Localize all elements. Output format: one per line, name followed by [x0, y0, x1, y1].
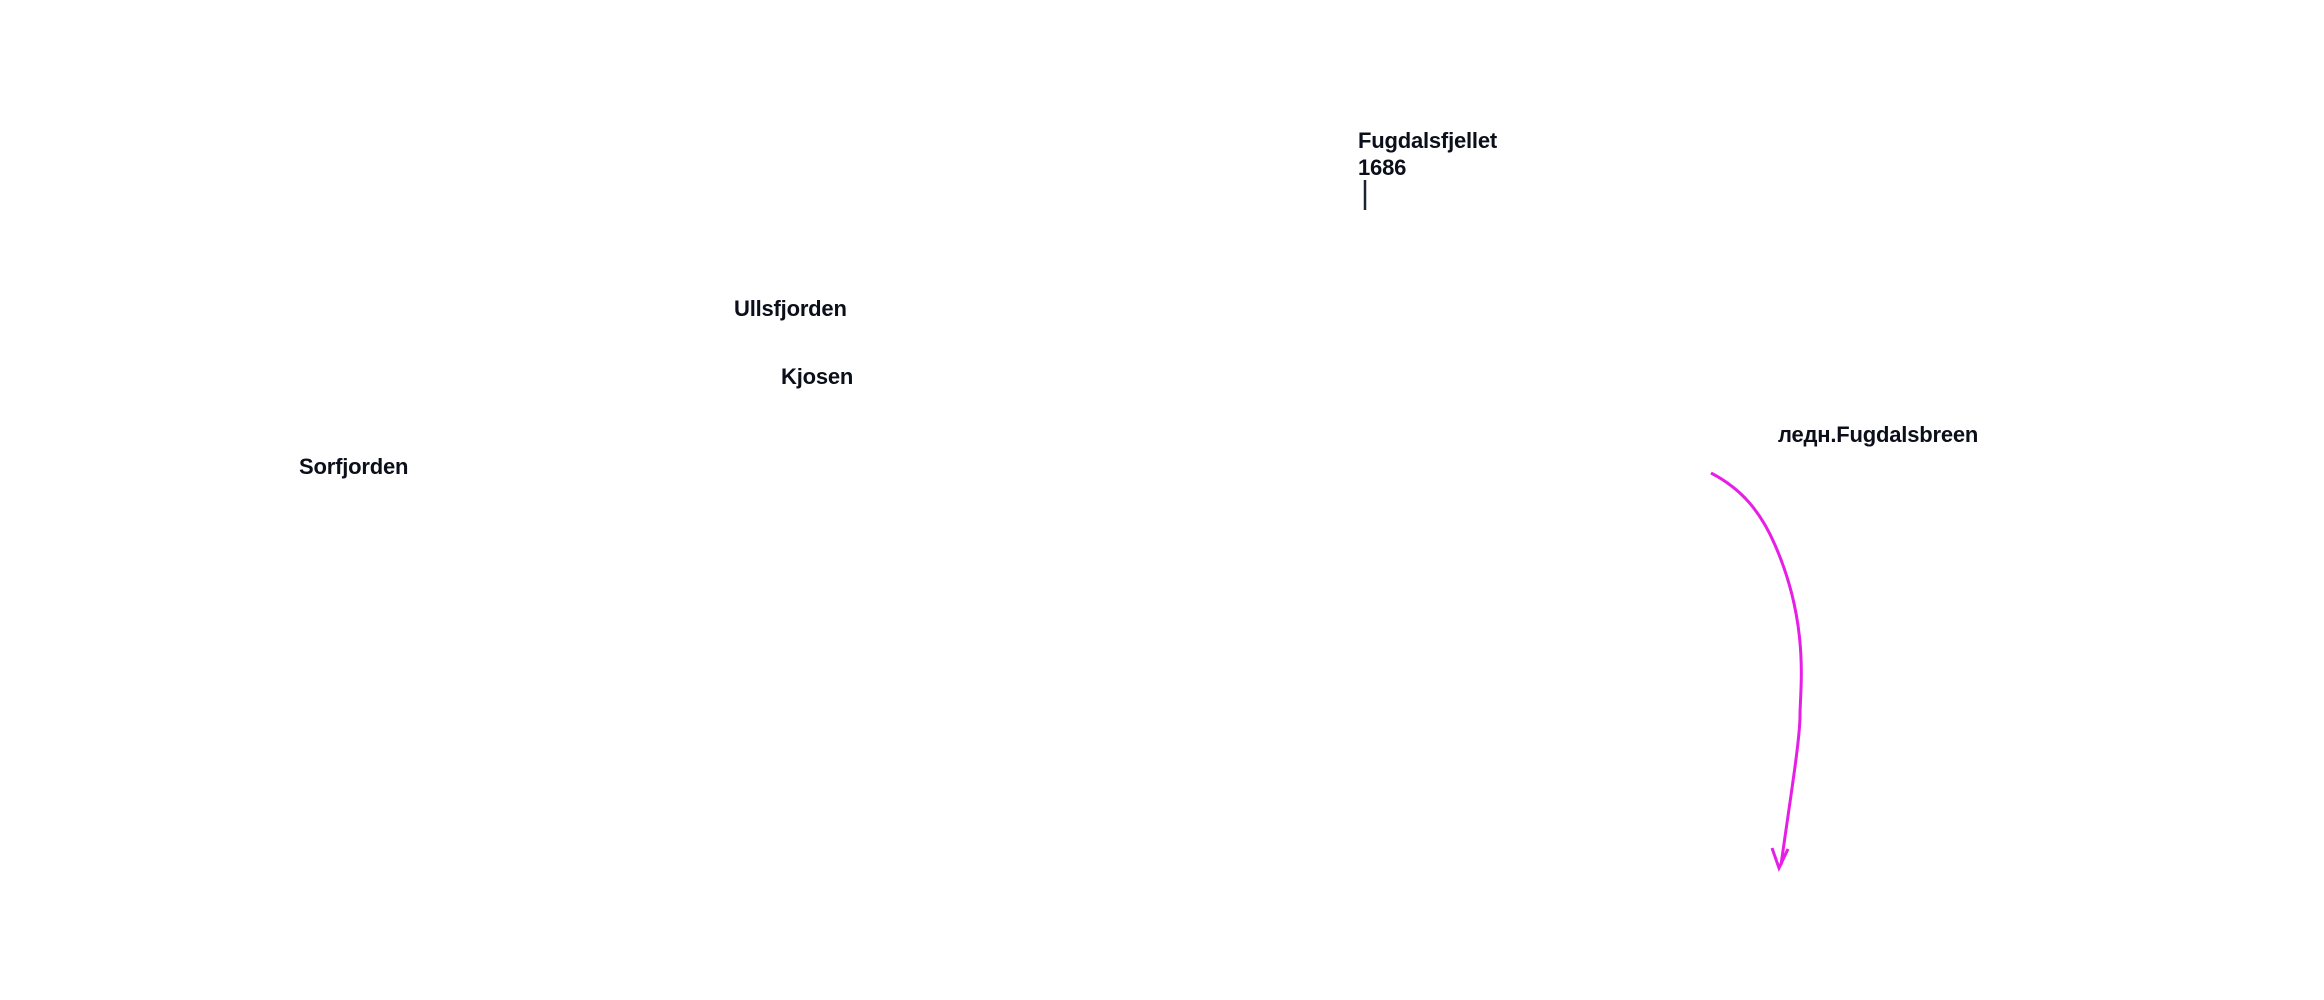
place-label-kjosen: Kjosen [781, 364, 854, 389]
peak-name-label: Fugdalsfjellet [1358, 128, 1497, 153]
route-arrow-line [1710, 471, 1803, 866]
peak-elevation-label: 1686 [1358, 155, 1407, 180]
route-arrowhead-icon [1770, 847, 1790, 872]
fjord-label-sorfjorden: Sorfjorden [299, 454, 409, 479]
fjord-label-ullsfjorden: Ullsfjorden [734, 296, 847, 321]
glacier-label-fugdalsbreen: ледн.Fugdalsbreen [1778, 422, 1979, 447]
